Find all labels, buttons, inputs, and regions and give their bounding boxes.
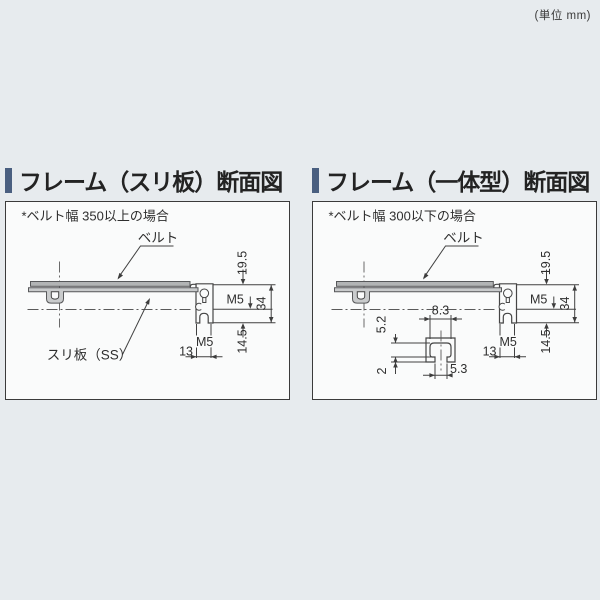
title-accent-bar [5, 167, 12, 193]
dim-m5-bottom: M5 [196, 335, 213, 349]
dim-2: 2 [375, 367, 389, 374]
dim-14-5: 14.5 [539, 329, 553, 353]
c-slot [195, 302, 202, 311]
dim-19-5: 19.5 [539, 251, 553, 275]
integrated-plate-shape [334, 287, 502, 304]
dim-m5-top: M5 [530, 292, 547, 306]
panel-title: フレーム（一体型）断面図 [326, 169, 590, 195]
dim-34: 34 [255, 297, 269, 311]
belt-label: ベルト [138, 231, 179, 246]
unit-label: (単位 mm) [534, 10, 591, 22]
title-accent-bar [312, 167, 319, 193]
dim-13: 13 [483, 345, 497, 359]
belt-shape [336, 281, 494, 287]
slide-plate-shape [28, 287, 199, 304]
dim-19-5: 19.5 [236, 251, 250, 275]
panel-note: *ベルト幅 350以上の場合 [22, 209, 169, 224]
m5-side-hole [503, 288, 513, 299]
m5-side-hole [199, 288, 210, 299]
dim-14-5: 14.5 [236, 329, 250, 353]
cross-section-drawing-slide-plate: *ベルト幅 350以上の場合 [22, 209, 276, 363]
dimension-lines [489, 269, 579, 359]
dim-m5-top: M5 [227, 292, 244, 306]
leader-lines [117, 245, 174, 355]
belt-shape [30, 281, 191, 287]
belt-label: ベルト [443, 231, 484, 246]
dim-34: 34 [558, 297, 572, 311]
leader-lines [423, 245, 479, 280]
dim-5-3: 5.3 [450, 362, 467, 376]
panel-note: *ベルト幅 300以下の場合 [329, 209, 476, 224]
slot-detail-view [391, 315, 462, 379]
drawing-box: *ベルト幅 350以上の場合 [5, 201, 290, 400]
c-slot [498, 302, 506, 311]
cross-section-drawing-integrated: *ベルト幅 300以下の場合 [329, 209, 579, 379]
dimension-lines [185, 269, 276, 359]
drawing-box: *ベルト幅 300以下の場合 [312, 201, 597, 400]
slide-plate-label: スリ板（SS） [47, 348, 133, 363]
panel-title: フレーム（スリ板）断面図 [19, 169, 283, 195]
dim-8-3: 8.3 [432, 304, 449, 318]
panel-title-row: フレーム（一体型）断面図 [312, 164, 597, 196]
panel-title-row: フレーム（スリ板）断面図 [5, 164, 290, 196]
dim-m5-bottom: M5 [500, 335, 517, 349]
dim-5-2: 5.2 [375, 316, 389, 333]
panel-integrated: フレーム（一体型）断面図 *ベルト幅 300以下の場合 [312, 164, 597, 400]
panel-slide-plate: フレーム（スリ板）断面図 *ベルト幅 350以上の場合 [5, 164, 290, 400]
frame-profile [189, 283, 214, 324]
dim-13: 13 [179, 345, 193, 359]
